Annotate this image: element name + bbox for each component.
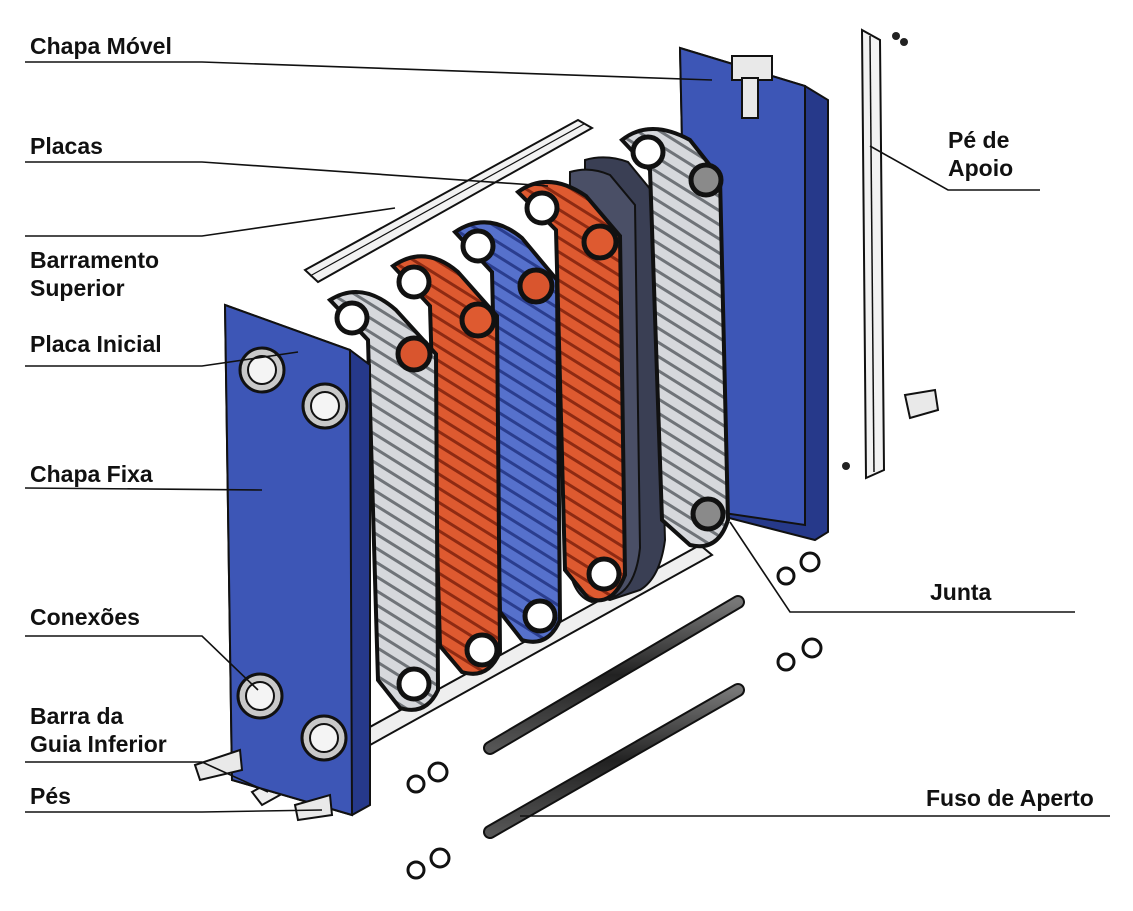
leader-chapa-fixa: [24, 487, 263, 491]
leader-pes: [25, 809, 323, 813]
leader-placas: [25, 161, 549, 187]
label-pes: Pés: [30, 783, 71, 809]
connection-port-top-right: [301, 382, 349, 430]
leader-barramento: [25, 207, 396, 237]
label-chapa-movel: Chapa Móvel: [30, 33, 172, 59]
feet: [193, 748, 334, 822]
connections: [236, 346, 349, 762]
labels: Chapa Móvel Placas Barramento Superior P…: [30, 33, 1094, 811]
label-barramento-line1: Barramento: [30, 247, 159, 273]
tightening-bolt-upper: [483, 595, 745, 755]
nuts-and-washers: [406, 551, 823, 880]
label-junta: Junta: [930, 579, 992, 605]
label-conexoes: Conexões: [30, 604, 140, 630]
leader-placa-inicial: [25, 351, 299, 367]
gasket-plate: [619, 127, 731, 549]
label-barramento-line2: Superior: [30, 275, 125, 301]
leader-barra-guia: [25, 761, 269, 793]
leader-junta: [729, 521, 1075, 613]
blue-plate: [451, 220, 563, 644]
support-column: [842, 28, 940, 480]
label-fuso-aperto: Fuso de Aperto: [926, 785, 1094, 811]
leader-conexoes: [25, 635, 259, 691]
leader-lines: [24, 61, 1110, 817]
tightening-bolt-lower: [483, 683, 745, 839]
label-chapa-fixa: Chapa Fixa: [30, 461, 153, 487]
label-placas: Placas: [30, 133, 103, 159]
label-pe-apoio-line1: Pé de: [948, 127, 1009, 153]
leader-pe-apoio: [869, 145, 1040, 191]
label-barra-guia-line2: Guia Inferior: [30, 731, 167, 757]
orange-plate-rear: [514, 179, 628, 603]
orange-plate-front: [389, 254, 503, 676]
label-placa-inicial: Placa Inicial: [30, 331, 162, 357]
upper-carrying-bar: [303, 118, 595, 284]
label-barra-guia-line1: Barra da: [30, 703, 124, 729]
start-plate: [326, 290, 441, 712]
label-pe-apoio-line2: Apoio: [948, 155, 1013, 181]
leader-chapa-movel: [25, 61, 713, 81]
connection-port-bottom-right: [300, 714, 348, 762]
connection-port-bottom-left: [236, 672, 284, 720]
